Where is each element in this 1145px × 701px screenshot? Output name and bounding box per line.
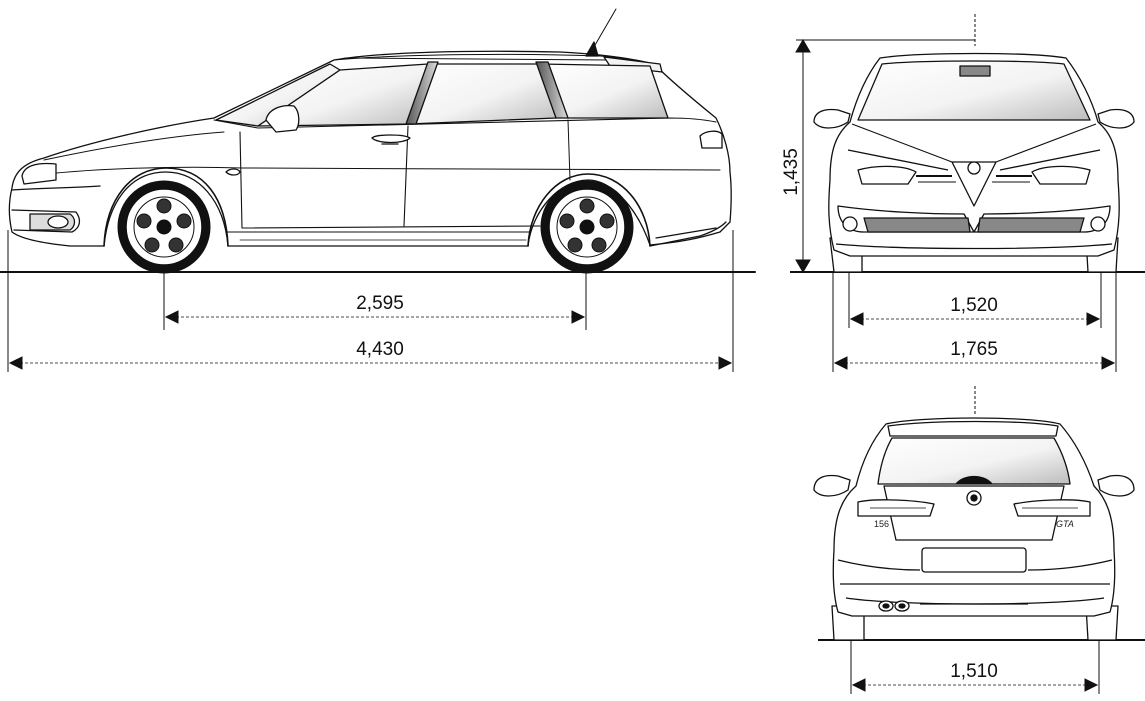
rear-left-mirror	[813, 474, 851, 497]
trim-badge: GTA	[1056, 519, 1074, 529]
front-left-mirror	[813, 108, 851, 129]
side-headlight	[21, 162, 57, 185]
side-view	[0, 8, 756, 273]
length-value: 4,430	[356, 339, 404, 360]
width-value: 1,765	[950, 339, 998, 360]
rear-track-value: 1,510	[950, 661, 998, 682]
rear-view	[813, 386, 1145, 641]
front-windshield	[857, 60, 1091, 121]
wheelbase-value: 2,595	[356, 293, 404, 314]
rear-window	[877, 437, 1071, 485]
rear-dimensions	[850, 640, 1100, 694]
height-value: 1,435	[781, 148, 802, 196]
front-right-headlight	[1031, 165, 1091, 185]
front-dimensions	[795, 14, 1117, 372]
side-mirror	[265, 104, 300, 133]
side-dimensions	[7, 230, 734, 372]
rear-wheel	[540, 180, 634, 274]
door-handle	[371, 134, 411, 144]
front-right-mirror	[1097, 108, 1135, 129]
rear-right-mirror	[1097, 474, 1135, 497]
front-right-foglight	[1090, 216, 1106, 232]
front-view	[790, 52, 1145, 273]
front-left-headlight	[857, 165, 917, 185]
model-badge: 156	[874, 519, 889, 529]
licence-plate-recess	[921, 547, 1027, 573]
front-wheel	[117, 180, 211, 274]
side-taillight	[699, 130, 723, 149]
front-track-value: 1,520	[950, 295, 998, 316]
front-badge	[967, 161, 981, 175]
front-left-foglight	[842, 216, 858, 232]
